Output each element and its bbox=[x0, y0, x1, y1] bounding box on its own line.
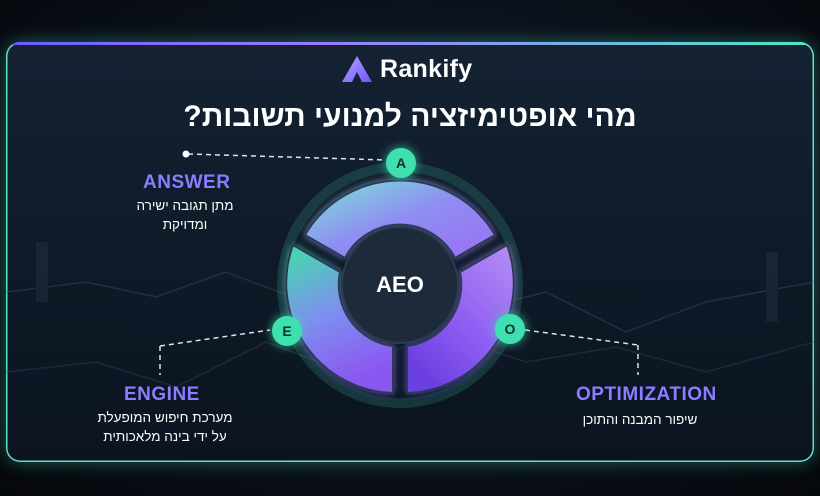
badge-a: A bbox=[386, 148, 416, 178]
badge-o: O bbox=[495, 314, 525, 344]
badge-e: E bbox=[272, 316, 302, 346]
page-title: מהי אופטימיזציה למנועי תשובות? bbox=[183, 100, 637, 133]
brand-logo: Rankify bbox=[340, 54, 472, 84]
rankify-logo-icon bbox=[342, 56, 372, 82]
answer-description: מתן תגובה ישירה ומדויקת bbox=[110, 196, 260, 234]
engine-title: ENGINE bbox=[124, 384, 200, 405]
segment-answer bbox=[303, 179, 497, 260]
optimization-desc-line1: שיפור המבנה והתוכן bbox=[582, 412, 698, 427]
center-circle bbox=[341, 226, 459, 344]
answer-desc-line1: מתן תגובה ישירה bbox=[136, 198, 234, 213]
engine-description: מערכת חיפוש המופעלת על ידי בינה מלאכותית bbox=[85, 408, 245, 446]
optimization-title: OPTIMIZATION bbox=[576, 384, 717, 405]
segment-optimization bbox=[406, 243, 515, 395]
center-label: AEO bbox=[376, 272, 424, 297]
connector-lines bbox=[159, 153, 639, 375]
connector-dot-answer bbox=[182, 150, 190, 158]
answer-title: ANSWER bbox=[143, 172, 231, 193]
optimization-description: שיפור המבנה והתוכן bbox=[565, 410, 715, 429]
engine-desc-line2: על ידי בינה מלאכותית bbox=[103, 429, 227, 444]
brand-name: Rankify bbox=[380, 54, 473, 83]
engine-desc-line1: מערכת חיפוש המופעלת bbox=[97, 410, 233, 425]
answer-desc-line2: ומדויקת bbox=[162, 217, 208, 232]
segment-engine bbox=[285, 243, 394, 395]
